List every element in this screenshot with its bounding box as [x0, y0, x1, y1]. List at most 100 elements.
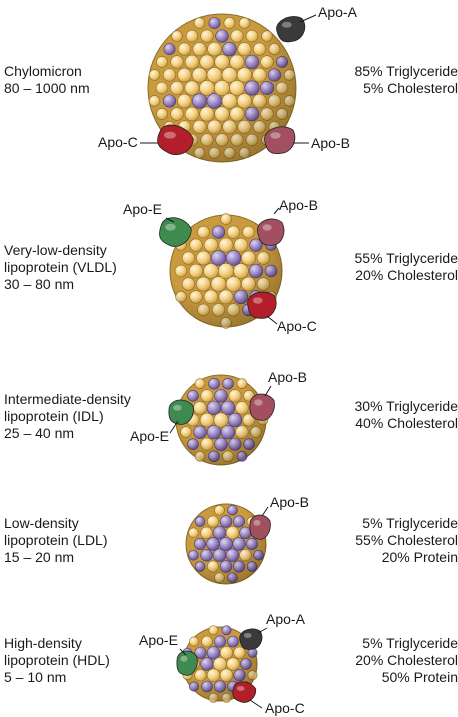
composition-line: 85% Triglyceride	[354, 63, 458, 79]
apo-c-protein-shape	[232, 681, 257, 703]
apolipoprotein-apo-e: Apo-E	[123, 201, 192, 247]
apolipoprotein-apo-b: Apo-B	[249, 494, 309, 540]
particle-shading	[186, 504, 266, 584]
apolipoprotein-apo-c: Apo-C	[98, 124, 194, 156]
protein-highlight	[180, 655, 188, 662]
apolipoprotein-apo-b: Apo-B	[257, 197, 318, 246]
composition: 55% Triglyceride 20% Cholesterol	[318, 250, 458, 284]
apolipoprotein-label: Apo-E	[130, 428, 169, 444]
lipoprotein-name: Chylomicron 80 – 1000 nm	[4, 63, 90, 97]
apo-a-protein-shape	[239, 628, 263, 650]
apolipoprotein-label: Apo-C	[265, 700, 305, 716]
protein-highlight	[253, 519, 261, 526]
protein-highlight	[243, 633, 252, 638]
particle-shading	[148, 14, 296, 162]
name-line: lipoprotein (IDL)	[4, 408, 104, 424]
lipoprotein-row-vldl: Very-low-density lipoprotein (VLDL) 30 –…	[0, 190, 458, 360]
size-line: 15 – 20 nm	[4, 549, 75, 565]
composition-line: 50% Protein	[381, 669, 458, 685]
apolipoprotein-apo-a: Apo-A	[239, 611, 306, 650]
composition-line: 30% Triglyceride	[354, 398, 458, 414]
apolipoprotein-label: Apo-A	[318, 4, 358, 20]
composition-line: 55% Cholesterol	[355, 532, 458, 548]
apo-a-protein-shape	[276, 16, 306, 43]
leader-line	[273, 207, 280, 215]
apolipoprotein-apo-c: Apo-C	[232, 681, 305, 716]
apolipoprotein-label: Apo-E	[139, 632, 178, 648]
name-line: Very-low-density	[4, 242, 107, 258]
protein-highlight	[270, 132, 281, 139]
lipoprotein-row-ldl: Low-density lipoprotein (LDL) 15 – 20 nm…	[0, 485, 458, 600]
apolipoprotein-label: Apo-A	[266, 611, 306, 627]
leader-line	[264, 385, 272, 397]
size-line: 80 – 1000 nm	[4, 80, 90, 96]
leader-line	[299, 14, 317, 23]
composition: 5% Triglyceride 20% Cholesterol 50% Prot…	[318, 635, 458, 686]
protein-highlight	[173, 404, 182, 411]
leader-line	[257, 627, 268, 634]
apo-c-protein-shape	[247, 291, 277, 319]
lipoprotein-name: Low-density lipoprotein (LDL) 15 – 20 nm	[4, 515, 108, 566]
composition: 85% Triglyceride 5% Cholesterol	[318, 63, 458, 97]
apolipoprotein-label: Apo-C	[277, 318, 317, 334]
size-line: 5 – 10 nm	[4, 669, 67, 685]
composition: 5% Triglyceride 55% Cholesterol 20% Prot…	[318, 515, 458, 566]
apo-b-protein-shape	[264, 126, 296, 155]
protein-highlight	[254, 399, 263, 406]
lipoprotein-row-hdl: High-density lipoprotein (HDL) 5 – 10 nm…	[0, 600, 458, 717]
particle-chylomicron: Apo-A Apo-C Apo-B	[98, 4, 358, 163]
leader-line	[266, 315, 278, 325]
composition-line: 20% Cholesterol	[355, 267, 458, 283]
apolipoprotein-apo-b: Apo-B	[264, 126, 350, 155]
apo-b-protein-shape	[249, 393, 275, 421]
composition: 30% Triglyceride 40% Cholesterol	[318, 398, 458, 432]
apolipoprotein-label: Apo-B	[311, 135, 350, 151]
lipoprotein-name: High-density lipoprotein (HDL) 5 – 10 nm	[4, 635, 110, 686]
apolipoprotein-apo-e: Apo-E	[130, 399, 194, 444]
protein-highlight	[262, 224, 272, 231]
apolipoprotein-apo-c: Apo-C	[247, 291, 317, 334]
composition-line: 40% Cholesterol	[355, 415, 458, 431]
leader-line	[169, 420, 179, 434]
name-line: lipoprotein (HDL)	[4, 652, 110, 668]
name-line: Low-density	[4, 515, 79, 531]
apolipoprotein-label: Apo-B	[270, 494, 309, 510]
apolipoprotein-apo-e: Apo-E	[139, 632, 198, 676]
leader-line	[261, 506, 269, 517]
leader-line	[249, 699, 263, 709]
composition-line: 20% Protein	[381, 549, 458, 565]
size-line: 30 – 80 nm	[4, 276, 75, 292]
name-line: Chylomicron	[4, 63, 82, 79]
apo-b-protein-shape	[257, 218, 285, 246]
apo-e-protein-shape	[176, 650, 198, 676]
lipoprotein-name: Intermediate-density lipoprotein (IDL) 2…	[4, 391, 131, 442]
name-line: lipoprotein (VLDL)	[4, 259, 117, 275]
particle-ldl: Apo-B	[185, 494, 309, 585]
name-line: lipoprotein (LDL)	[4, 532, 108, 548]
protein-highlight	[281, 21, 292, 28]
leader-line	[179, 648, 187, 656]
apolipoprotein-apo-a: Apo-A	[276, 4, 358, 43]
protein-highlight	[252, 297, 263, 304]
composition-line: 55% Triglyceride	[354, 250, 458, 266]
apolipoprotein-apo-b: Apo-B	[249, 369, 307, 421]
lipoprotein-row-idl: Intermediate-density lipoprotein (IDL) 2…	[0, 360, 458, 485]
name-line: High-density	[4, 635, 82, 651]
composition-line: 5% Cholesterol	[363, 80, 458, 96]
protein-highlight	[163, 131, 176, 139]
composition-line: 5% Triglyceride	[362, 635, 458, 651]
apo-e-protein-shape	[168, 399, 194, 425]
size-line: 25 – 40 nm	[4, 425, 75, 441]
leader-line	[165, 217, 175, 223]
apolipoprotein-label: Apo-B	[279, 197, 318, 213]
composition-line: 5% Triglyceride	[362, 515, 458, 531]
protein-highlight	[165, 223, 176, 231]
lipoprotein-name: Very-low-density lipoprotein (VLDL) 30 –…	[4, 242, 117, 293]
composition-line: 20% Cholesterol	[355, 652, 458, 668]
lipoprotein-row-chylomicron: Chylomicron 80 – 1000 nm 85% Triglycerid…	[0, 0, 458, 190]
apo-b-protein-shape	[249, 514, 271, 540]
particle-idl: Apo-B Apo-E	[130, 369, 307, 466]
particle-vldl: Apo-E Apo-B Apo-C	[123, 197, 318, 334]
